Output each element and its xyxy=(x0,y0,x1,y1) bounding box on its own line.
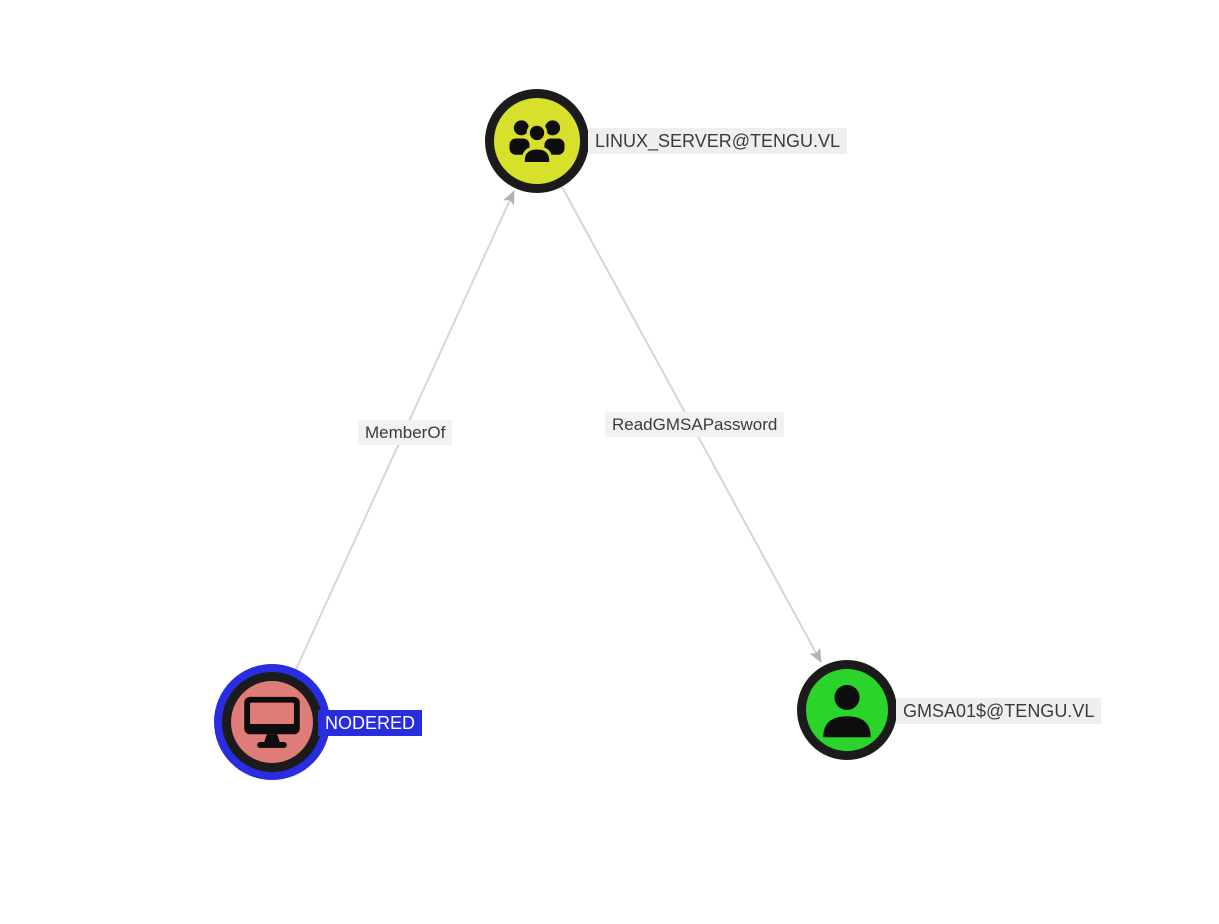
user-icon xyxy=(819,680,875,740)
edge-memberof[interactable] xyxy=(271,190,515,723)
node-label-gmsa01[interactable]: GMSA01$@TENGU.VL xyxy=(896,698,1102,724)
node-label-nodered[interactable]: NODERED xyxy=(318,710,423,736)
node-computer-nodered[interactable] xyxy=(222,672,322,772)
node-user-gmsa01[interactable] xyxy=(797,660,897,760)
edge-label-memberof[interactable]: MemberOf xyxy=(358,420,453,445)
node-label-linux-server[interactable]: LINUX_SERVER@TENGU.VL xyxy=(588,128,848,154)
desktop-icon xyxy=(241,694,303,750)
node-group-linux-server[interactable] xyxy=(485,89,589,193)
edge-readgmsapassword[interactable] xyxy=(536,140,822,663)
edge-label-readgmsapassword[interactable]: ReadGMSAPassword xyxy=(605,412,785,437)
users-icon xyxy=(507,116,567,166)
